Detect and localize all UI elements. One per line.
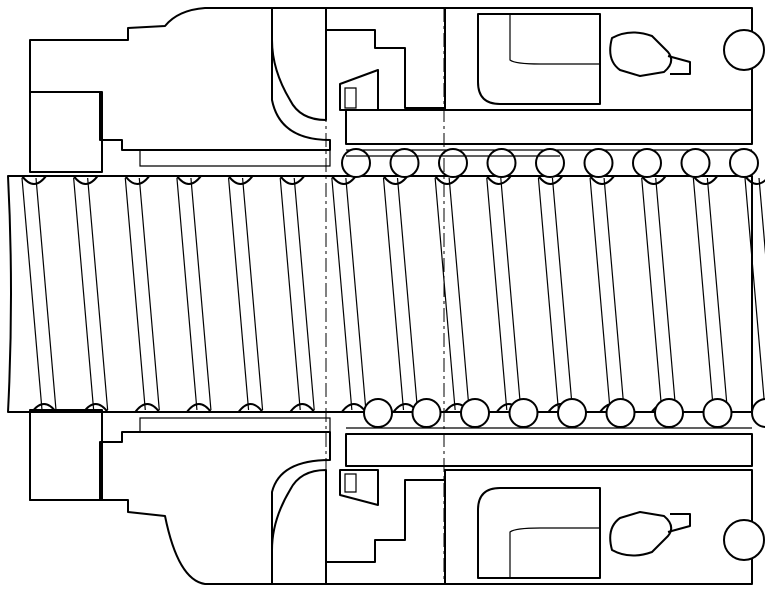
upper-ball — [486, 148, 517, 178]
thread-groove-line — [241, 177, 264, 411]
thread-crest-top — [434, 175, 460, 185]
lower-ball-deflector — [609, 511, 673, 557]
thread-groove-line — [537, 177, 560, 411]
thread-crest-bottom — [341, 403, 367, 413]
upper-ball — [632, 148, 662, 178]
lower-return-ball — [723, 519, 765, 561]
upper-wiper-ring — [339, 69, 379, 111]
thread-crest-top — [537, 175, 564, 185]
thread-groove-line — [35, 177, 57, 411]
thread-groove-line — [293, 177, 315, 411]
thread-groove-line — [603, 177, 625, 411]
thread-crest-bottom — [134, 403, 161, 413]
lower-wiper-ring — [339, 469, 379, 506]
lower-nut-housing — [29, 409, 765, 585]
upper-right-body — [444, 7, 753, 111]
upper-nut-housing — [29, 7, 765, 173]
upper-ball — [438, 148, 468, 178]
thread-groove-line — [227, 177, 250, 411]
screw-shaft-outline — [7, 175, 753, 413]
screw-thread-grooves — [21, 177, 765, 411]
lower-ball — [751, 398, 765, 428]
lower-ball-row — [363, 398, 765, 428]
thread-groove-line — [87, 177, 109, 411]
upper-flange-body — [29, 7, 331, 151]
thread-crest-bottom — [237, 403, 264, 413]
upper-ball-row — [341, 148, 759, 178]
lower-ball — [557, 398, 587, 428]
upper-ball — [341, 148, 371, 178]
lower-ball — [654, 398, 684, 428]
thread-crest-top — [279, 175, 306, 185]
thread-groove-line — [382, 177, 405, 411]
thread-crest-top — [382, 175, 409, 185]
lower-seal-housing — [271, 469, 327, 585]
thread-crest-top — [331, 175, 357, 185]
upper-return-ball — [723, 29, 765, 71]
lower-flange-body — [29, 431, 331, 585]
thread-crest-top — [124, 175, 151, 185]
thread-groove-line — [331, 177, 353, 411]
thread-groove-line — [744, 177, 765, 411]
thread-crest-top — [692, 175, 719, 185]
upper-right-recess — [477, 13, 601, 105]
thread-groove-line — [138, 177, 160, 411]
thread-groove-line — [486, 177, 508, 411]
thread-groove-line — [345, 177, 367, 411]
upper-ball — [535, 148, 565, 178]
thread-crest-bottom — [289, 403, 316, 413]
upper-ball-deflector — [609, 31, 673, 77]
thread-crest-bottom — [31, 403, 57, 413]
thread-crest-bottom — [186, 403, 212, 413]
thread-crest-top — [176, 175, 202, 185]
lower-ball — [702, 398, 733, 428]
thread-crest-top — [640, 175, 667, 185]
lower-ball — [411, 398, 442, 428]
upper-ball — [680, 148, 711, 178]
lower-ball — [605, 398, 636, 428]
thread-crest-bottom — [82, 403, 109, 413]
upper-seal-housing — [271, 7, 327, 121]
thread-groove-line — [589, 177, 611, 411]
thread-groove-line — [692, 177, 714, 411]
thread-groove-line — [176, 177, 198, 411]
thread-crest-top — [72, 175, 99, 185]
thread-crest-top — [227, 175, 254, 185]
thread-groove-line — [21, 177, 43, 411]
thread-groove-line — [124, 177, 146, 411]
thread-groove-line — [396, 177, 419, 411]
lower-inner-sleeve — [345, 433, 753, 467]
lower-right-body — [444, 469, 753, 585]
upper-ball — [583, 148, 614, 178]
thread-groove-line — [279, 177, 301, 411]
lower-flange-groove — [29, 409, 103, 501]
screw-shaft — [7, 175, 765, 413]
thread-groove-line — [448, 177, 470, 411]
lower-ball — [363, 398, 393, 428]
thread-crest-top — [21, 175, 47, 185]
thread-crest-top — [744, 175, 765, 185]
thread-crest-top — [589, 175, 615, 185]
thread-groove-line — [73, 177, 95, 411]
upper-ball — [729, 148, 759, 178]
thread-groove-line — [551, 177, 574, 411]
upper-ball — [389, 148, 420, 178]
thread-groove-line — [500, 177, 522, 411]
thread-groove-line — [706, 177, 728, 411]
thread-groove-line — [641, 177, 663, 411]
lower-ball — [508, 398, 539, 428]
thread-groove-line — [655, 177, 677, 411]
lower-right-recess — [477, 487, 601, 579]
thread-groove-line — [434, 177, 456, 411]
thread-crest-top — [485, 175, 512, 185]
lower-ball — [460, 398, 490, 428]
upper-middle-body — [325, 7, 446, 109]
thread-groove-line — [758, 177, 765, 255]
thread-groove-line — [190, 177, 212, 411]
upper-inner-sleeve — [345, 109, 753, 145]
upper-flange-groove — [29, 91, 103, 173]
